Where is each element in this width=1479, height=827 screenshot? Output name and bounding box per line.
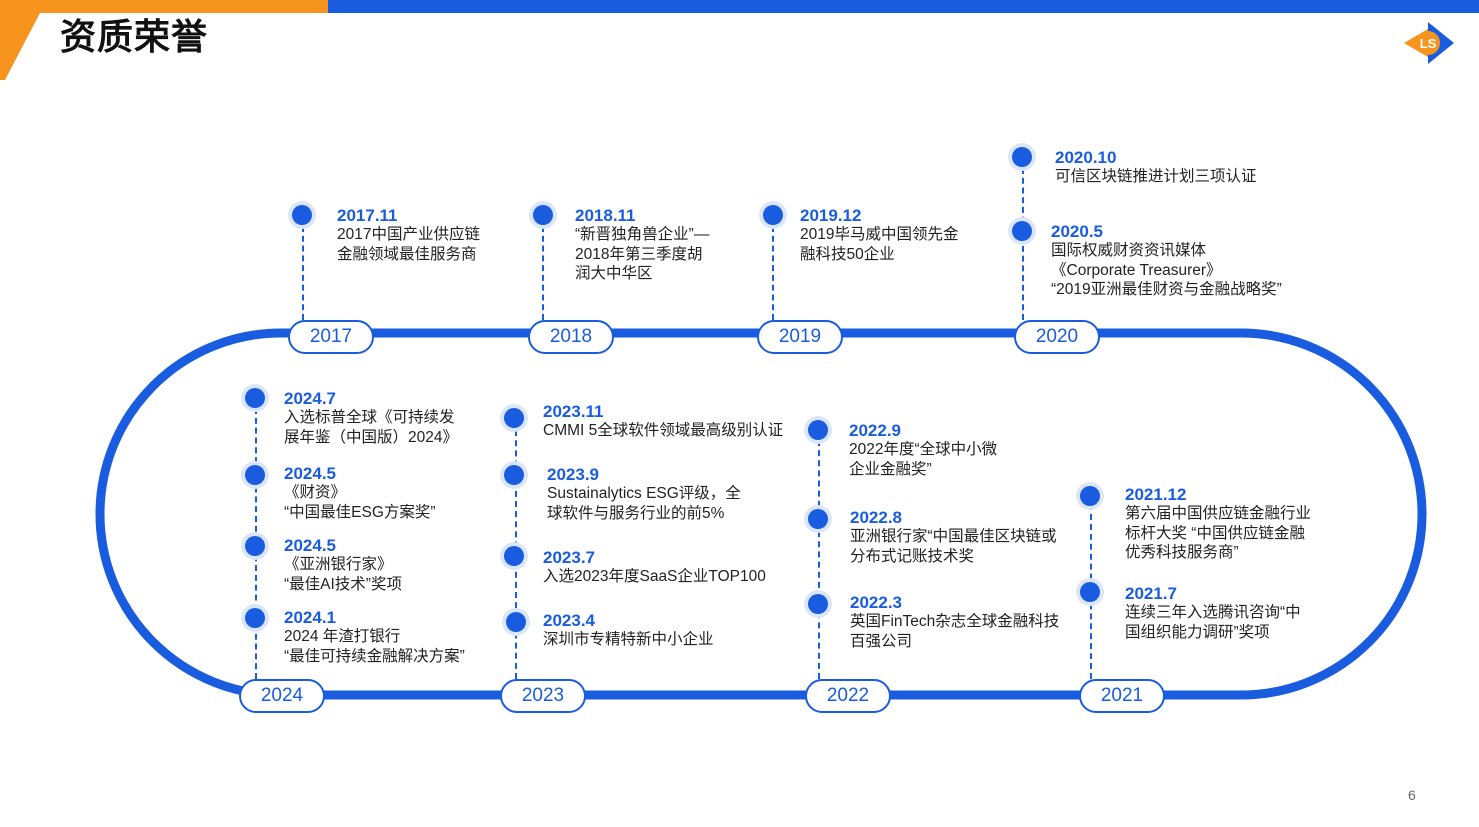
event-date: 2023.9	[547, 465, 599, 484]
event-description: 深圳市专精特新中小企业	[543, 631, 714, 648]
event-description: 2019毕马威中国领先金 融科技50企业	[800, 226, 959, 263]
event-date: 2023.11	[543, 402, 604, 421]
event-date: 2024.5	[284, 464, 336, 483]
timeline-dot	[504, 546, 524, 566]
timeline-dot	[808, 509, 828, 529]
timeline-dot	[506, 612, 526, 632]
year-label-2023: 2023	[500, 679, 586, 713]
timeline-dot	[1080, 486, 1100, 506]
event-date: 2018.11	[575, 206, 636, 225]
timeline-event: 2024.5《亚洲银行家》 “最佳AI技术”奖项	[284, 536, 402, 594]
event-description: 国际权威财资资讯媒体 《Corporate Treasurer》 “2019亚洲…	[1051, 242, 1282, 298]
timeline-connector	[302, 226, 304, 320]
event-date: 2023.4	[543, 611, 595, 630]
timeline-dot	[245, 536, 265, 556]
timeline-dot	[1012, 221, 1032, 241]
timeline-dot	[245, 388, 265, 408]
event-description: 2024 年渣打银行 “最佳可持续金融解决方案”	[284, 628, 465, 665]
event-description: 入选2023年度SaaS企业TOP100	[543, 568, 766, 585]
event-description: 2017中国产业供应链 金融领域最佳服务商	[337, 226, 480, 263]
timeline-dot	[533, 205, 553, 225]
event-date: 2022.3	[850, 593, 902, 612]
event-description: 入选标普全球《可持续发 展年鉴（中国版）2024》	[284, 409, 458, 446]
year-label-2021: 2021	[1079, 679, 1165, 713]
event-date: 2020.5	[1051, 222, 1103, 241]
timeline-dot	[763, 205, 783, 225]
event-description: 2022年度“全球中小微 企业金融奖”	[849, 441, 998, 478]
header-accent-blue	[328, 0, 1479, 13]
event-description: “新晋独角兽企业”— 2018年第三季度胡 润大中华区	[575, 226, 710, 282]
timeline-dot	[808, 420, 828, 440]
timeline-connector	[1022, 168, 1024, 320]
year-label-2019: 2019	[757, 320, 843, 354]
event-date: 2024.5	[284, 536, 336, 555]
year-label-2020: 2020	[1014, 320, 1100, 354]
timeline-dot	[504, 408, 524, 428]
event-date: 2019.12	[800, 206, 862, 225]
timeline-dot	[292, 205, 312, 225]
timeline-connector	[542, 226, 544, 320]
event-description: 《财资》 “中国最佳ESG方案奖”	[284, 484, 436, 521]
year-label-2022: 2022	[805, 679, 891, 713]
timeline-dot	[245, 465, 265, 485]
year-label-2017: 2017	[288, 320, 374, 354]
event-description: 连续三年入选腾讯咨询“中 国组织能力调研”奖项	[1125, 604, 1301, 641]
event-description: 《亚洲银行家》 “最佳AI技术”奖项	[284, 556, 402, 593]
event-date: 2023.7	[543, 548, 595, 567]
event-description: 英国FinTech杂志全球金融科技 百强公司	[850, 613, 1060, 650]
event-date: 2024.7	[284, 389, 336, 408]
year-label-2024: 2024	[239, 679, 325, 713]
event-description: 可信区块链推进计划三项认证	[1055, 168, 1257, 185]
year-label-2018: 2018	[528, 320, 614, 354]
timeline-event: 2018.11“新晋独角兽企业”— 2018年第三季度胡 润大中华区	[575, 206, 709, 284]
header-accent-orange	[0, 0, 328, 80]
event-description: Sustainalytics ESG评级，全 球软件与服务行业的前5%	[547, 485, 741, 522]
svg-text:LS: LS	[1420, 36, 1437, 51]
event-description: 亚洲银行家“中国最佳区块链或 分布式记账技术奖	[850, 528, 1057, 565]
timeline-dot	[245, 608, 265, 628]
event-date: 2017.11	[337, 206, 398, 225]
timeline-connector	[818, 440, 820, 679]
timeline-connector	[772, 226, 774, 320]
event-description: 第六届中国供应链金融行业 标杆大奖 “中国供应链金融 优秀科技服务商”	[1125, 505, 1312, 561]
event-date: 2022.9	[849, 421, 901, 440]
timeline-dot	[808, 594, 828, 614]
timeline-dot	[1080, 582, 1100, 602]
event-date: 2020.10	[1055, 148, 1117, 167]
company-logo-icon: LS	[1404, 22, 1454, 64]
page-number: 6	[1408, 787, 1416, 803]
event-date: 2021.7	[1125, 584, 1177, 603]
event-description: CMMI 5全球软件领域最高级别认证	[543, 422, 784, 439]
timeline-event: 2024.5《财资》 “中国最佳ESG方案奖”	[284, 464, 436, 522]
page-title: 资质荣誉	[60, 16, 209, 57]
event-date: 2021.12	[1125, 485, 1187, 504]
timeline-dot	[1012, 147, 1032, 167]
timeline-dot	[504, 465, 524, 485]
event-date: 2022.8	[850, 508, 902, 527]
event-date: 2024.1	[284, 608, 336, 627]
